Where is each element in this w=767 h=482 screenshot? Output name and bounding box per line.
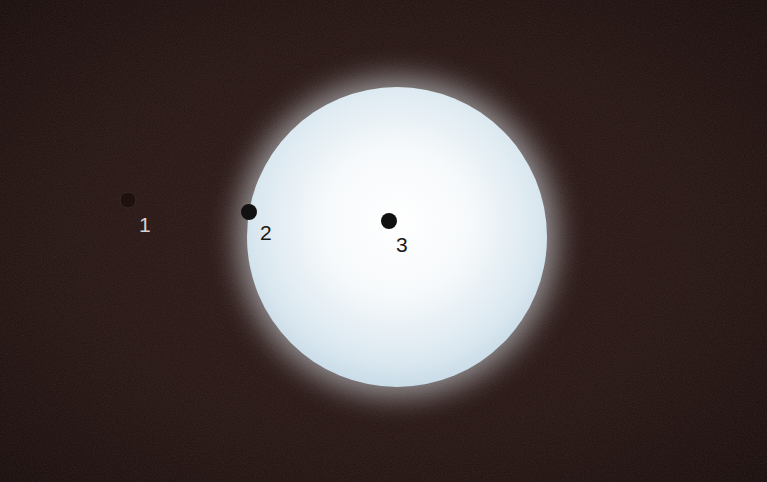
planet-position-1 bbox=[120, 192, 136, 208]
callout-number: 2 bbox=[260, 222, 272, 243]
callout-number: 3 bbox=[396, 234, 408, 255]
planet-position-3 bbox=[381, 213, 397, 229]
planet-position-2 bbox=[241, 204, 257, 220]
star bbox=[247, 87, 547, 387]
star-glow bbox=[237, 77, 557, 397]
callout-number: 1 bbox=[139, 214, 151, 235]
